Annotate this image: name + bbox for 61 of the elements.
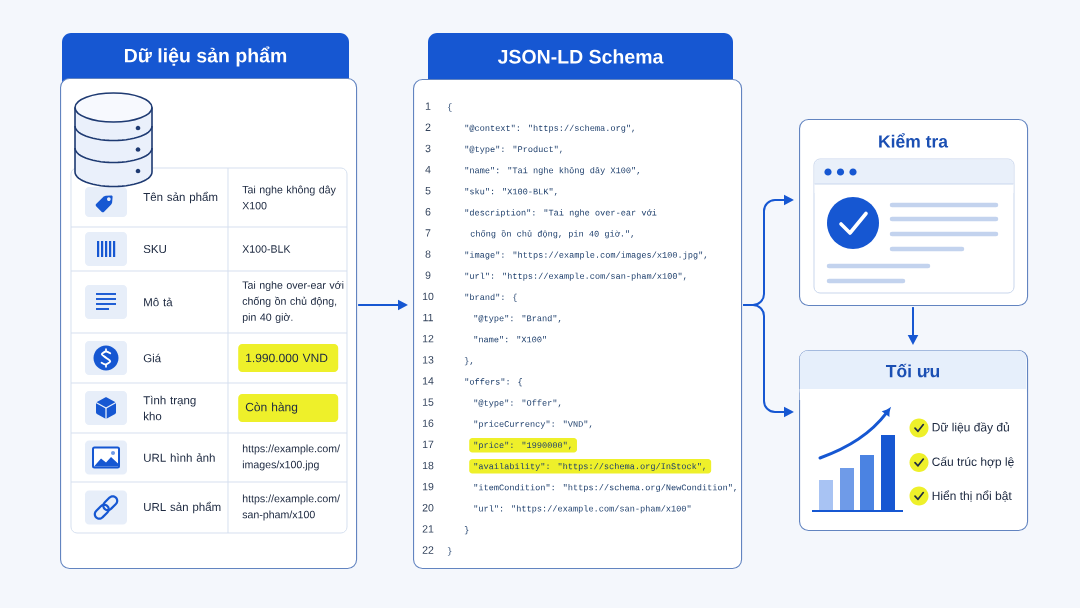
field-label: Tình trạng kho — [143, 395, 196, 421]
code-line: } — [447, 547, 452, 556]
checklist-item: Dữ liệu đầy đủ — [932, 422, 1009, 434]
code-line: { — [448, 103, 452, 112]
field-value: https://example.com/san-pham/x100 — [242, 494, 340, 521]
line-number: 12 — [422, 334, 434, 343]
line-number: 19 — [422, 482, 434, 491]
line-number: 16 — [422, 419, 434, 427]
code-line: "name": "Tai nghe không dây X100", — [465, 166, 640, 175]
line-number: 22 — [422, 546, 434, 554]
line-number: 7 — [425, 229, 431, 237]
line-number: 17 — [422, 440, 434, 448]
field-value: X100-BLK — [242, 245, 291, 253]
line-number: 2 — [425, 123, 431, 131]
code-line: "@type": "Product", — [465, 145, 562, 154]
code-line: "@type": "Offer", — [474, 399, 561, 408]
line-number: 15 — [422, 398, 434, 406]
line-number: 13 — [422, 356, 434, 364]
field-label: Giá — [143, 353, 162, 363]
code-line: "priceCurrency": "VND", — [474, 420, 592, 429]
line-number: 3 — [425, 144, 431, 153]
line-number: 14 — [422, 377, 434, 385]
code-line: "url": "https://example.com/san-pham/x100", — [465, 272, 686, 281]
line-number: 5 — [425, 187, 431, 195]
highlighted-value: 1.990.000 VND — [238, 344, 339, 372]
field-label: URL hình ảnh — [144, 453, 215, 462]
line-number: 6 — [425, 208, 431, 216]
code-line: "url": "https://example.com/san-pham/x100" — [474, 505, 691, 514]
code-line: chống ồn chủ động, pin 40 giờ.", — [470, 230, 634, 239]
code-line: "itemCondition": "https://schema.org/NewCondition", — [474, 484, 736, 493]
field-label: Mô tả — [144, 297, 173, 307]
checklist-item: Cấu trúc hợp lệ — [932, 456, 1014, 469]
field-value: Tai nghe không dây X100 — [242, 185, 336, 210]
line-number: 18 — [422, 461, 434, 470]
code-line: "brand": { — [465, 293, 517, 302]
code-line: "@context": "https://schema.org", — [465, 124, 634, 133]
code-line: "@type": "Brand", — [474, 314, 561, 323]
line-number: 20 — [422, 504, 434, 512]
node-label: Dữ liệu sản phẩm — [124, 46, 287, 67]
code-line: }, — [464, 357, 473, 366]
code-line: "description": "Tai nghe over-ear với — [465, 209, 657, 218]
field-label: SKU — [143, 244, 166, 254]
line-number: 21 — [422, 525, 434, 533]
line-number: 4 — [425, 165, 431, 174]
highlighted-value: Còn hàng — [238, 394, 339, 422]
line-number: 8 — [425, 250, 431, 258]
line-number: 10 — [422, 292, 434, 301]
field-label: URL sản phẩm — [144, 501, 221, 514]
checklist-item: Hiển thị nổi bật — [932, 490, 1012, 502]
line-number: 9 — [425, 271, 431, 279]
line-number: 1 — [425, 102, 431, 110]
line-number: 11 — [423, 313, 433, 322]
field-value: Tai nghe over-ear với chống ồn chủ động, pin 40 giờ. — [242, 281, 344, 323]
code-line: "sku": "X100-BLK", — [465, 188, 557, 196]
node-label: JSON-LD Schema — [497, 49, 664, 64]
code-line: } — [464, 526, 469, 535]
code-line: "offers": { — [465, 378, 522, 387]
field-value: https://example.com/images/x100.jpg — [242, 444, 340, 471]
code-line: "name": "X100" — [474, 336, 546, 343]
code-line: "image": "https://example.com/images/x100.jpg", — [465, 251, 707, 260]
field-label: Tên sản phẩm — [143, 191, 218, 204]
